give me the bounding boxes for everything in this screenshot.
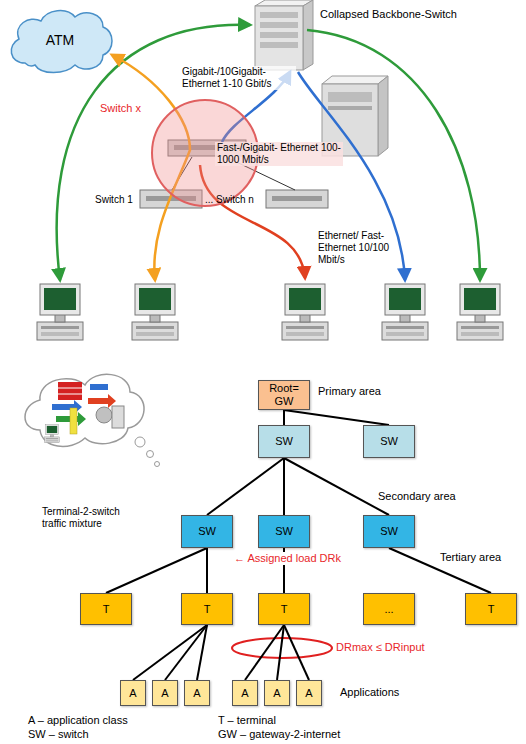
key-text: T – terminal	[218, 714, 276, 727]
tree-link	[283, 410, 285, 425]
key-text: GW – gateway-2-internet	[218, 728, 340, 741]
link-speed-label: Fast-/Gigabit- Ethernet 100-1000 Mbit/s	[215, 142, 343, 166]
tree-link	[197, 625, 207, 680]
terminal-box: T	[258, 593, 310, 625]
terminal-box: ...	[363, 593, 415, 625]
application-box: A	[120, 680, 146, 706]
node-text: T	[281, 603, 288, 616]
link-speed-label: Gigabit-/10Gigabit- Ethernet 1-10 Gbit/s	[180, 66, 296, 90]
tree-link	[206, 548, 208, 593]
link-speed-label: Ethernet/ Fast-Ethernet 10/100 Mbit/s	[318, 230, 392, 266]
area-label: Secondary area	[378, 490, 456, 503]
node-text: A	[161, 687, 168, 700]
node-text: SW	[380, 525, 398, 538]
node-text: SW	[275, 435, 293, 448]
terminal-box: T	[465, 593, 517, 625]
application-box: A	[184, 680, 210, 706]
key-text: A – application class	[28, 714, 128, 727]
cloud-outline	[11, 11, 112, 73]
computer	[132, 284, 178, 340]
node-text: A	[305, 687, 312, 700]
load-label: ← Assigned load DRk	[232, 552, 343, 565]
node-text: ...	[384, 603, 393, 616]
area-label: Tertiary area	[440, 551, 501, 564]
switch-box: SW	[363, 515, 415, 548]
switch-device	[266, 190, 328, 208]
traffic-cloud	[25, 374, 160, 466]
computer	[382, 284, 428, 340]
node-text: SW	[380, 435, 398, 448]
tree-link	[165, 625, 207, 680]
device-label: Collapsed Backbone-Switch	[320, 8, 457, 21]
switch-box: SW	[363, 425, 415, 458]
area-label: Primary area	[318, 385, 381, 398]
tree-link	[277, 625, 284, 680]
application-box: A	[296, 680, 322, 706]
computer	[457, 284, 503, 340]
tree-link	[245, 625, 284, 680]
node-text: T	[488, 603, 495, 616]
tree-link	[284, 625, 309, 680]
tree-link	[133, 625, 207, 680]
gateway-box: Root= GW	[258, 380, 310, 410]
tree-link	[284, 410, 389, 425]
switch-ports	[272, 196, 322, 201]
switch-box: SW	[181, 515, 233, 548]
tree-link	[283, 458, 285, 515]
node-text: A	[193, 687, 200, 700]
node-text: SW	[198, 525, 216, 538]
computer	[282, 284, 328, 340]
tree-link	[207, 458, 284, 515]
tree-link	[284, 458, 389, 515]
node-text: T	[204, 603, 211, 616]
node-text: Root= GW	[267, 382, 301, 407]
area-label: Applications	[340, 686, 399, 699]
computer	[37, 284, 83, 340]
terminal-box: T	[181, 593, 233, 625]
cloud-node: ATM	[5, 5, 115, 75]
node-text: A	[241, 687, 248, 700]
application-box: A	[152, 680, 178, 706]
node-text: ATM	[46, 32, 75, 48]
node-text: A	[273, 687, 280, 700]
key-text: SW – switch	[28, 728, 89, 741]
application-box: A	[264, 680, 290, 706]
switch-box: SW	[258, 425, 310, 458]
switch-box: SW	[258, 515, 310, 548]
terminal-box: T	[80, 593, 132, 625]
note-label: Terminal-2-switch traffic mixture	[42, 506, 142, 530]
traffic-arrow	[298, 72, 405, 280]
tree-link	[106, 548, 207, 593]
node-text: SW	[275, 525, 293, 538]
node-text: T	[103, 603, 110, 616]
load-label: DRmax ≤ DRinput	[336, 641, 425, 654]
node-text: Switch x	[100, 102, 141, 115]
node-text: A	[129, 687, 136, 700]
backbone-switch	[255, 0, 313, 70]
application-box: A	[232, 680, 258, 706]
device-label: ... Switch n	[205, 194, 254, 206]
device-label: Switch 1	[95, 194, 133, 206]
